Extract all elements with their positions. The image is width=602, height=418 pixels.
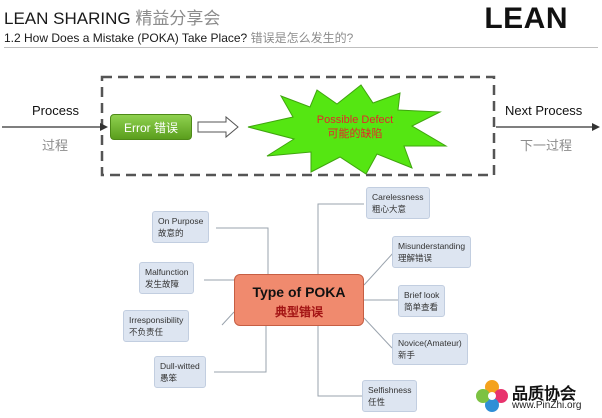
node-brief-look-en: Brief look xyxy=(404,290,440,300)
error-box: Error 错误 xyxy=(110,114,192,140)
page-title: LEAN SHARING 精益分享会 xyxy=(4,4,220,29)
title-zh: 精益分享会 xyxy=(135,9,221,28)
node-brief-look-zh: 简单查看 xyxy=(404,302,439,312)
node-misunderstanding-zh: 理解错误 xyxy=(398,253,433,263)
next-process-label-zh: 下一过程 xyxy=(520,138,573,153)
node-dull-witted-en: Dull-witted xyxy=(160,361,200,371)
node-selfishness-zh: 任性 xyxy=(368,397,386,407)
center-node-zh: 典型错误 xyxy=(274,305,323,319)
connector-on-purpose xyxy=(216,227,269,285)
connector-misunderstanding xyxy=(363,251,395,286)
node-on-purpose-zh: 故意的 xyxy=(158,228,184,238)
header-divider xyxy=(4,47,598,48)
node-novice-zh: 新手 xyxy=(398,350,416,360)
next-process-label: Next Process xyxy=(505,103,583,118)
node-irresponsibility-en: Irresponsibility xyxy=(129,315,184,325)
page-subtitle: 1.2 How Does a Mistake (POKA) Take Place… xyxy=(4,29,353,46)
connector-novice xyxy=(363,317,393,349)
node-malfunction-zh: 发生故障 xyxy=(145,279,180,289)
connector-dull-witted xyxy=(214,326,267,373)
center-node: Type of POKA 典型错误 xyxy=(234,274,364,326)
node-dull-witted-zh: 愚笨 xyxy=(160,373,178,383)
node-irresponsibility: Irresponsibility 不负责任 xyxy=(123,310,190,342)
node-dull-witted: Dull-witted 愚笨 xyxy=(154,356,206,388)
process-label-zh: 过程 xyxy=(42,138,69,153)
defect-label-zh: 可能的缺陷 xyxy=(327,128,383,140)
connector-selfishness xyxy=(317,326,362,397)
connector-irresponsibility xyxy=(221,311,235,326)
node-on-purpose-en: On Purpose xyxy=(158,216,204,226)
subtitle-en: 1.2 How Does a Mistake (POKA) Take Place… xyxy=(4,31,248,45)
node-misunderstanding: Misunderstanding 理解错误 xyxy=(392,236,472,268)
node-novice-en: Novice(Amateur) xyxy=(398,338,462,348)
defect-starburst xyxy=(247,84,448,175)
node-misunderstanding-en: Misunderstanding xyxy=(398,241,466,251)
logo-name: 品质协会 xyxy=(512,386,577,403)
center-node-en: Type of POKA xyxy=(252,284,346,300)
node-on-purpose: On Purpose 故意的 xyxy=(152,211,210,243)
defect-label-en: Possible Defect xyxy=(316,114,394,126)
brand-logo: LEAN xyxy=(484,2,568,35)
node-carelessness-zh: 粗心大意 xyxy=(372,204,407,214)
node-carelessness: Carelessness 粗心大意 xyxy=(366,187,430,219)
node-selfishness-en: Selfishness xyxy=(368,385,412,395)
defect-label: Possible Defect 可能的缺陷 xyxy=(300,113,410,141)
flower-logo-icon xyxy=(476,380,508,412)
connector-carelessness xyxy=(317,203,364,274)
outline-arrow-icon xyxy=(197,115,239,139)
node-carelessness-en: Carelessness xyxy=(372,192,424,202)
node-brief-look: Brief look 简单查看 xyxy=(398,285,446,317)
node-selfishness: Selfishness 任性 xyxy=(362,380,418,412)
flow-diagram xyxy=(2,75,600,177)
node-malfunction-en: Malfunction xyxy=(145,267,189,277)
process-label: Process xyxy=(32,103,79,118)
next-arrow-head xyxy=(592,123,600,131)
node-novice: Novice(Amateur) 新手 xyxy=(392,333,468,365)
node-malfunction: Malfunction 发生故障 xyxy=(139,262,195,294)
title-en: LEAN SHARING xyxy=(4,9,131,28)
process-arrow-head xyxy=(100,123,108,131)
node-irresponsibility-zh: 不负责任 xyxy=(129,327,164,337)
subtitle-zh: 错误是怎么发生的? xyxy=(250,31,354,45)
logo-url: www.PinZhi.org xyxy=(512,400,582,411)
